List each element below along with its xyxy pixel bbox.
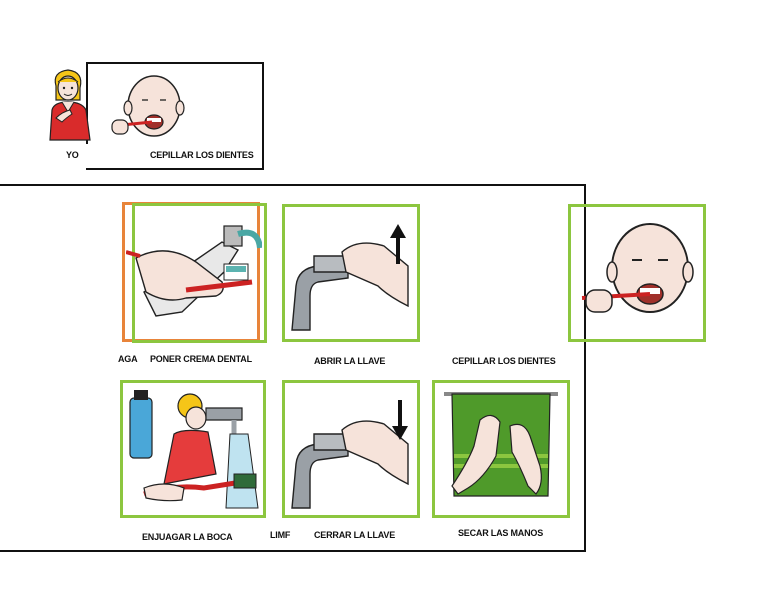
cell-label-toothpaste: PONER CREMA DENTAL (150, 354, 252, 364)
cell-label-rinse: ENJUAGAR LA BOCA (142, 532, 233, 542)
brushing-teeth-icon (108, 72, 188, 142)
header-card (86, 62, 264, 170)
rinse-mouth-icon (124, 384, 264, 514)
brushing-teeth-large-icon (578, 218, 702, 328)
board-frame (0, 184, 586, 552)
brushing-card[interactable] (568, 204, 706, 342)
girl-pointing-icon (42, 66, 96, 144)
cell-label-aga: AGA (118, 354, 138, 364)
open-tap-cell[interactable] (282, 204, 420, 342)
cell-label-dry-hands: SECAR LAS MANOS (458, 528, 544, 538)
close-tap-icon (288, 394, 414, 512)
close-tap-cell[interactable] (282, 380, 420, 518)
toothpaste-icon (126, 212, 262, 330)
header-card-left-edge (86, 62, 88, 144)
toothpaste-cell[interactable] (132, 203, 267, 343)
rinse-cell[interactable] (120, 380, 266, 518)
cell-label-brush: CEPILLAR LOS DIENTES (452, 356, 556, 366)
person-label: YO (66, 150, 79, 160)
open-tap-icon (288, 216, 414, 334)
cell-label-close-tap: CERRAR LA LLAVE (314, 530, 395, 540)
dry-hands-cell[interactable] (432, 380, 570, 518)
cell-label-open-tap: ABRIR LA LLAVE (314, 356, 386, 366)
action-label: CEPILLAR LOS DIENTES (150, 150, 254, 160)
cell-label-limf: LIMF (270, 530, 291, 540)
dry-hands-icon (440, 386, 564, 510)
